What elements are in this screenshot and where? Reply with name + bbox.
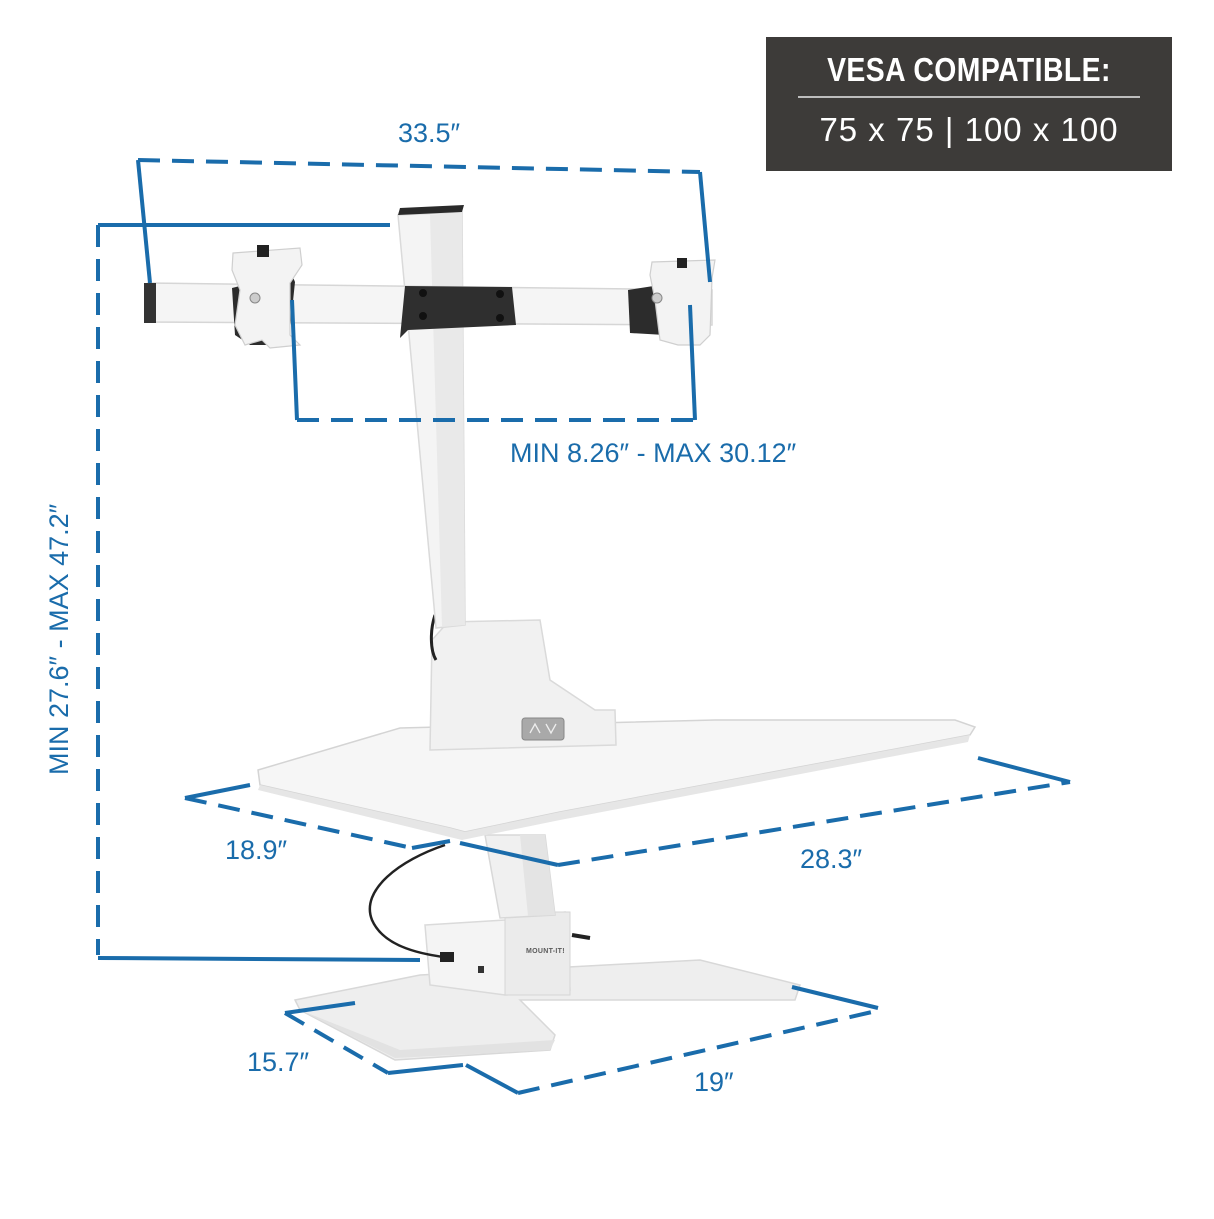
dim-crossbar-width [136,158,712,284]
vesa-divider [798,96,1140,98]
dimension-lines [96,158,1071,1095]
dim-base-width [465,985,879,1095]
vesa-plate-left [231,245,303,349]
crossbar-center-clamp [400,286,516,338]
lower-column [484,834,556,919]
upright-column [397,205,466,629]
dim-base-depth [283,1001,464,1075]
label-monitor-spacing: MIN 8.26″ - MAX 30.12″ [510,438,797,468]
label-worksurface-width: 28.3″ [800,844,863,874]
product-illustration [144,205,977,1061]
lift-housing [429,614,617,751]
dim-worksurface-depth [184,783,451,850]
tilt-knob-left [257,245,269,257]
tilt-knob-right [677,258,687,268]
base-housing [424,911,571,996]
vesa-compatibility-panel: VESA COMPATIBLE: 75 x 75 | 100 x 100 [766,37,1172,171]
up-down-arrows-icon [529,722,557,735]
base-foot [293,959,801,1061]
label-base-depth: 15.7″ [247,1047,310,1077]
crossbar-endcap-left [144,283,156,323]
power-cable-right [571,933,591,940]
vesa-values: 75 x 75 | 100 x 100 [819,111,1119,148]
label-crossbar-width: 33.5″ [398,118,461,148]
column-cap [398,205,464,215]
label-worksurface-depth: 18.9″ [225,835,288,865]
usb-port-icon [478,966,484,973]
dim-worksurface-width [459,756,1071,867]
label-base-width: 19″ [694,1067,734,1097]
label-overall-height: MIN 27.6″ - MAX 47.2″ [44,503,74,775]
dim-monitor-spacing [290,299,697,422]
cable-plug-icon [440,952,454,962]
up-down-button [521,717,565,741]
brand-logo: MOUNT-IT! [526,948,565,955]
vesa-title: VESA COMPATIBLE: [827,51,1111,88]
power-cable [368,843,451,960]
vesa-plate-right [628,258,716,346]
dim-overall-height [96,223,421,962]
